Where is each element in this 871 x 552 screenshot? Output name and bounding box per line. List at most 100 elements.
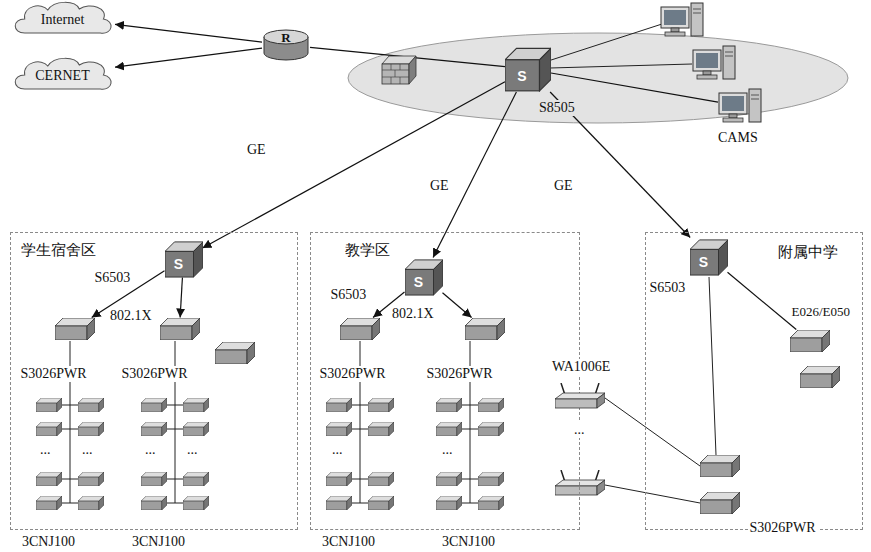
device-name: S3026PWR [748, 520, 818, 536]
switch-icon [368, 496, 394, 510]
ap-body [555, 383, 605, 409]
switch-icon [183, 422, 209, 436]
link-line [352, 479, 368, 480]
switch-icon [183, 398, 209, 412]
area-box: 学生宿舍区SS6503S3026PWRS3026PWR [10, 232, 298, 530]
device-name: S3026PWR [19, 366, 89, 382]
switch-body [505, 46, 551, 92]
switch-body [340, 318, 380, 340]
switch-body [405, 258, 443, 296]
area-box: 附属中学SS6503E026/E050S3026PWR [645, 232, 863, 530]
link-line [352, 503, 368, 504]
link-line [203, 82, 506, 248]
switch-icon [478, 422, 504, 436]
switch-icon [478, 472, 504, 486]
switch-icon [368, 422, 394, 436]
switch-icon [326, 422, 352, 436]
link-line [62, 429, 78, 430]
access-switch: S3026PWR [465, 318, 505, 340]
link-line [462, 479, 478, 480]
switch-icon [78, 496, 104, 510]
switch-body-shape [165, 241, 203, 276]
switch-icon [326, 398, 352, 412]
router-letter: R [281, 31, 290, 46]
link-line [728, 272, 797, 329]
link-line [605, 485, 700, 503]
switch-icon [183, 496, 209, 510]
link-label: GE [552, 178, 575, 194]
switch-icon [700, 455, 740, 477]
switch-icon [36, 422, 62, 436]
switch-icon [436, 398, 462, 412]
link-line [115, 48, 262, 67]
switch-icon [36, 472, 62, 486]
switch-body-shape [690, 239, 728, 274]
switch-icon [436, 496, 462, 510]
link-line [62, 405, 78, 406]
ellipsis-mark: ... [440, 442, 455, 458]
cloud-network: Internet [10, 0, 115, 36]
switch-letter: S [414, 274, 423, 290]
access-switch: S3026PWR [55, 318, 95, 340]
switch-body-shape [160, 318, 200, 340]
ellipsis-mark: ... [185, 442, 200, 458]
switch-letter: S [699, 254, 708, 270]
distribution-switch: SS6503 [405, 258, 443, 296]
switch-letter: S [174, 256, 183, 272]
ellipsis-mark: ... [80, 442, 95, 458]
link-label: GE [245, 142, 268, 158]
device-name: S3026PWR [425, 366, 495, 382]
switch-icon [800, 366, 840, 388]
access-switch: S3026PWR [700, 492, 740, 514]
link-line [180, 278, 182, 318]
computer-icon [718, 88, 762, 124]
terminal-label: 3CNJ100 [440, 534, 497, 550]
link-line [352, 405, 368, 406]
link-line [551, 73, 718, 102]
switch-icon [78, 472, 104, 486]
switch-body-shape [700, 492, 740, 514]
ellipsis-mark: ... [572, 422, 587, 438]
server-computer [661, 3, 703, 36]
device-name: S6503 [93, 270, 133, 286]
cloud-outline-shape [15, 2, 111, 33]
link-line [462, 503, 478, 504]
link-line [545, 24, 662, 62]
switch-icon [141, 398, 167, 412]
device-name: WA1006E [550, 359, 612, 375]
switch-body-shape [405, 259, 443, 294]
area-title: 附属中学 [778, 244, 838, 261]
wireless-ap: WA1006E [555, 383, 605, 409]
router-icon: R [262, 28, 310, 62]
link-line [352, 429, 368, 430]
switch-icon [368, 398, 394, 412]
link-line [709, 277, 716, 455]
device-name: S8505 [537, 100, 577, 116]
switch-body-shape [465, 318, 505, 340]
router-body-shape [264, 30, 308, 60]
link-line [167, 503, 183, 504]
link-line [550, 64, 692, 68]
switch-body [165, 240, 203, 278]
access-switch: S3026PWR [340, 318, 380, 340]
link-label: 802.1X [390, 306, 436, 322]
switch-icon [478, 496, 504, 510]
device-name: CAMS [718, 130, 758, 146]
ellipsis-mark: ... [143, 442, 158, 458]
ap-body-shape [555, 383, 605, 408]
switch-icon [478, 398, 504, 412]
switch-icon [78, 422, 104, 436]
switch-icon [141, 496, 167, 510]
computer-icon-shape [719, 89, 761, 122]
switch-icon [368, 472, 394, 486]
link-label: GE [428, 178, 451, 194]
switch-icon [36, 398, 62, 412]
switch-body-shape [505, 48, 551, 91]
area-title: 教学区 [345, 242, 390, 259]
wireless-ap [555, 470, 605, 495]
device-name: S3026PWR [120, 366, 190, 382]
device-name: E026/E050 [790, 305, 853, 320]
firewall-icon [382, 56, 416, 84]
access-switch: S3026PWR [160, 318, 200, 340]
switch-icon [215, 342, 255, 364]
